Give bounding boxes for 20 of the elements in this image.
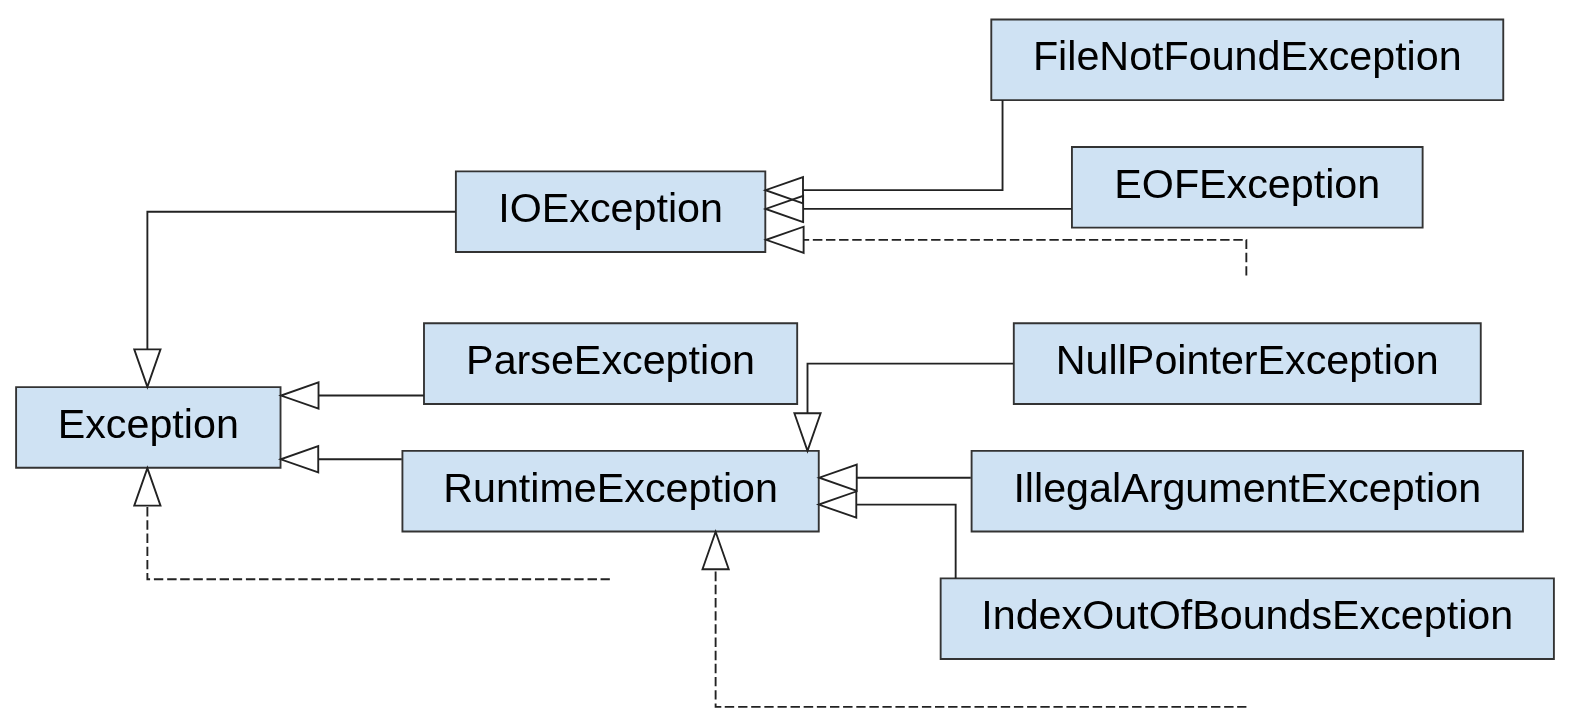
- node-box: IllegalArgumentException: [970, 449, 1524, 532]
- node-box: Exception: [15, 385, 282, 469]
- node-box: EOFException: [1071, 145, 1424, 229]
- arrow: [762, 193, 1073, 223]
- arrow: [815, 489, 957, 579]
- node-box: FileNotFoundException: [990, 18, 1505, 101]
- node-box: ParseException: [423, 321, 799, 405]
- arrow: [763, 224, 1248, 276]
- node-box: IndexOutOfBoundsException: [939, 576, 1555, 660]
- arrow: [132, 464, 611, 580]
- arrow: [701, 528, 1248, 708]
- arrow: [816, 462, 972, 492]
- arrow: [793, 362, 1015, 454]
- arrow: [277, 444, 403, 474]
- arrow: [762, 98, 1004, 205]
- node-box: NullPointerException: [1012, 321, 1482, 405]
- node-box: RuntimeException: [401, 449, 820, 532]
- node-box: IOException: [454, 169, 767, 253]
- arrow: [132, 210, 457, 390]
- arrow: [278, 380, 425, 410]
